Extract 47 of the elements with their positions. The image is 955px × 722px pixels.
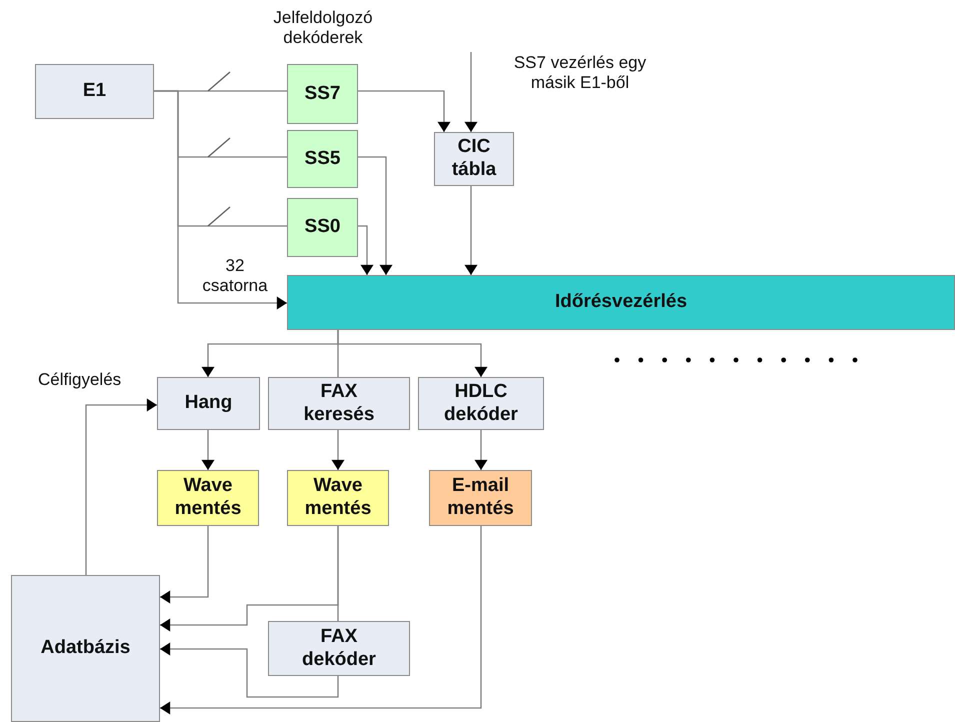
- edge-label: Célfigyelés: [38, 370, 122, 390]
- connector-line: [337, 526, 339, 621]
- arrow: [332, 430, 344, 470]
- group-heading: Jelfeldolgozó dekóderek: [272, 8, 374, 49]
- node-label: HDLC dekóder: [443, 380, 519, 426]
- node-label: Wave mentés: [304, 475, 372, 521]
- process-box: [35, 64, 154, 119]
- node-label: CIC tábla: [450, 136, 498, 182]
- node-label: FAX keresés: [302, 380, 376, 426]
- decoder-box: [287, 130, 358, 188]
- arrow: [464, 186, 478, 275]
- node-label: E1: [82, 80, 106, 103]
- edge-label: 32 csatorna: [201, 256, 269, 297]
- node-label: SS7: [304, 82, 340, 106]
- arrow: [337, 330, 488, 377]
- arrow: [154, 90, 287, 310]
- edge-label: SS7 vezérlés egy másik E1-ből: [512, 53, 648, 94]
- storage-box: [429, 470, 532, 526]
- storage-box: [287, 470, 389, 526]
- process-box: [268, 377, 410, 430]
- process-box: [418, 377, 544, 430]
- node-label: SS0: [304, 216, 340, 239]
- arrow: [202, 430, 214, 470]
- storage-box: [157, 470, 259, 526]
- arrow: [358, 90, 450, 132]
- node-label: E-mail mentés: [446, 475, 515, 521]
- decoder-box: [287, 198, 358, 257]
- decoder-box: [287, 64, 358, 124]
- node-label: Hang: [184, 392, 232, 415]
- node-label: FAX dekóder: [301, 626, 377, 672]
- process-box: [268, 621, 410, 676]
- arrow: [358, 156, 392, 275]
- process-box: [434, 132, 514, 186]
- arrow: [358, 225, 374, 275]
- process-box: [157, 377, 260, 430]
- node-label: Adatbázis: [40, 637, 130, 660]
- node-label: Wave mentés: [174, 475, 242, 521]
- controller-bar: [287, 275, 955, 330]
- process-box: [11, 575, 160, 722]
- arrow: [464, 52, 478, 132]
- arrow: [85, 398, 157, 575]
- arrow: [160, 526, 209, 604]
- node-label: SS5: [304, 148, 340, 170]
- arrow: [474, 430, 488, 470]
- node-label: Időrésvezérlés: [554, 291, 688, 314]
- arrow: [160, 642, 339, 698]
- arrow: [160, 526, 482, 714]
